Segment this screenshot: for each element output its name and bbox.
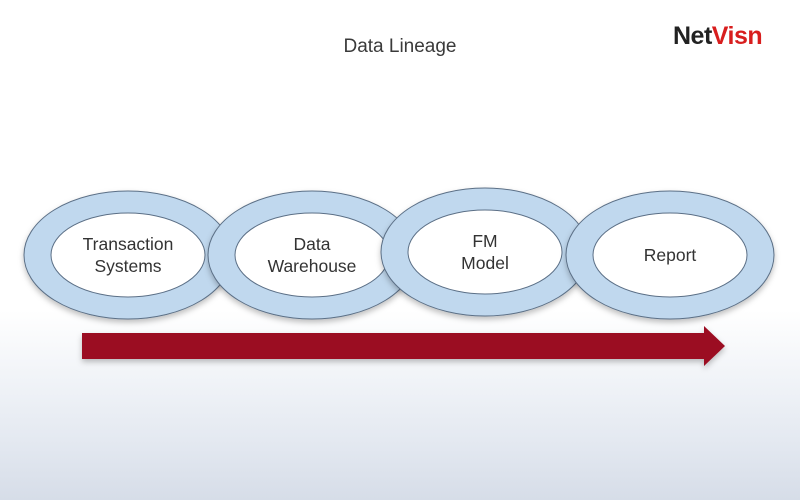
ring-inner [592, 212, 748, 298]
stage-label-4: Report [644, 244, 697, 266]
stage-label-line1: FM [472, 231, 498, 251]
stage-label-line1: Data [293, 234, 331, 254]
slide-title: Data Lineage [343, 36, 457, 57]
logo-net: Net [673, 22, 712, 50]
stage-ring-2 [207, 190, 417, 320]
stage-label-line2: Warehouse [267, 256, 357, 276]
logo-visn: Visn [711, 22, 763, 50]
ring-inner [50, 212, 206, 298]
stage-ring-4 [565, 190, 775, 320]
stage-ring-3 [380, 187, 590, 317]
stage-label-line2: Systems [94, 256, 162, 276]
stage-ring-1 [23, 190, 233, 320]
stage-label-line1: Transaction [82, 234, 174, 254]
stage-label-line2: Model [461, 253, 509, 273]
netvisn-logo: NetVisn [673, 22, 763, 51]
stage-label-line1: Report [643, 245, 697, 265]
flow-arrow [82, 326, 725, 366]
ring-inner [407, 209, 563, 295]
